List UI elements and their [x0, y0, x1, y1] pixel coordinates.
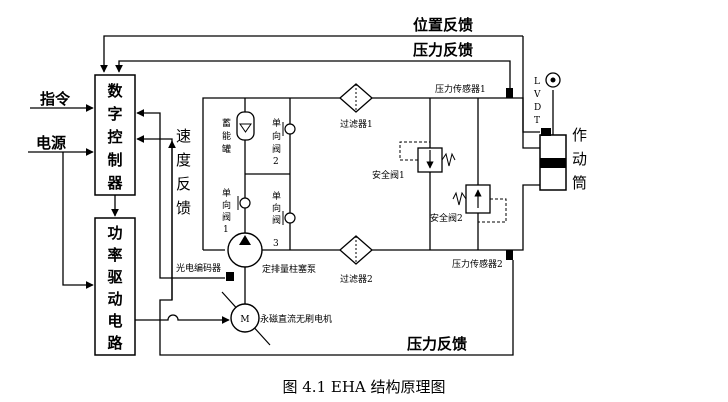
motor-label: 永磁直流无刷电机	[260, 313, 332, 325]
power-driver-label: 功 率 驱 动 电 路	[107, 224, 123, 352]
svg-text:动: 动	[107, 290, 122, 308]
pressure-feedback-bottom-line	[159, 140, 514, 356]
relief-valve-2-label: 安全阀2	[430, 212, 463, 224]
speed-feedback-label: 速 度 反 馈	[176, 127, 191, 217]
svg-text:M: M	[240, 315, 249, 325]
svg-text:率: 率	[107, 246, 122, 264]
svg-text:作: 作	[572, 126, 587, 144]
svg-text:向: 向	[222, 199, 231, 211]
svg-text:L: L	[534, 77, 540, 87]
svg-text:馈: 馈	[176, 199, 191, 217]
check-valve-3-label: 单 向 阀 3	[272, 190, 281, 249]
pump-label: 定排量柱塞泵	[262, 263, 316, 275]
accumulator-label: 蓄 能 罐	[222, 117, 231, 155]
pump	[227, 232, 263, 268]
filter-2-label: 过滤器2	[340, 273, 373, 285]
filter-2	[339, 235, 373, 265]
svg-text:T: T	[534, 116, 540, 126]
svg-text:向: 向	[272, 202, 281, 214]
accumulator	[236, 111, 255, 141]
pressure-feedback-top-label: 压力反馈	[413, 41, 473, 59]
position-feedback-label: 位置反馈	[413, 16, 473, 34]
power-supply-label: 电源	[36, 134, 66, 152]
digital-controller-box	[94, 74, 136, 196]
check-valve-2	[282, 122, 296, 136]
pressure-sensor-1	[506, 88, 513, 98]
relief-valve-2	[452, 184, 507, 223]
svg-text:向: 向	[272, 130, 281, 142]
svg-text:器: 器	[106, 174, 123, 192]
svg-text:数: 数	[107, 82, 123, 100]
check-valve-3	[282, 211, 296, 225]
check-valve-1-label: 单 向 阀 1	[222, 187, 231, 235]
pressure-sensor-1-label: 压力传感器1	[435, 83, 486, 95]
svg-text:单: 单	[272, 117, 281, 129]
svg-text:度: 度	[176, 151, 191, 169]
relief-valve-1-label: 安全阀1	[372, 169, 405, 181]
lvdt-sensor	[545, 72, 561, 88]
svg-text:字: 字	[107, 105, 122, 123]
svg-text:筒: 筒	[572, 174, 587, 192]
filter-1-label: 过滤器1	[340, 118, 373, 130]
svg-text:能: 能	[222, 130, 231, 142]
svg-text:电: 电	[107, 312, 122, 330]
svg-text:单: 单	[272, 190, 281, 202]
position-feedback-line	[100, 35, 540, 133]
svg-text:反: 反	[176, 175, 191, 193]
svg-text:罐: 罐	[222, 143, 231, 155]
svg-text:2: 2	[273, 157, 279, 167]
svg-text:V: V	[533, 90, 541, 100]
svg-text:速: 速	[176, 127, 191, 145]
command-label: 指令	[40, 90, 71, 108]
hydraulic-lines	[202, 97, 540, 305]
power-supply-line	[28, 148, 94, 289]
lvdt-label: L V D T	[533, 77, 541, 126]
actuator-label: 作 动 筒	[572, 126, 587, 192]
svg-text:动: 动	[572, 150, 587, 168]
check-valve-1	[237, 196, 251, 210]
svg-text:路: 路	[107, 334, 123, 352]
relief-valve-1	[399, 141, 456, 173]
svg-text:3: 3	[273, 239, 279, 249]
svg-text:1: 1	[223, 225, 229, 235]
actuator	[539, 90, 567, 191]
svg-text:制: 制	[107, 151, 122, 169]
svg-text:功: 功	[107, 224, 122, 242]
motor: M	[221, 291, 271, 346]
svg-text:D: D	[534, 103, 541, 113]
filter-1	[339, 83, 373, 113]
pressure-feedback-bottom-label: 压力反馈	[407, 335, 467, 353]
svg-text:单: 单	[222, 187, 231, 199]
svg-text:蓄: 蓄	[222, 117, 231, 129]
svg-text:阀: 阀	[222, 212, 231, 223]
figure-caption: 图 4.1 EHA 结构原理图	[282, 378, 445, 396]
svg-text:阀: 阀	[272, 215, 281, 226]
pressure-feedback-top-line	[115, 60, 511, 88]
svg-text:驱: 驱	[107, 268, 122, 286]
svg-text:控: 控	[107, 128, 122, 146]
pressure-sensor-2-label: 压力传感器2	[452, 258, 503, 270]
svg-text:阀: 阀	[272, 144, 281, 155]
driver-to-motor-line	[135, 314, 230, 324]
power-driver-box	[94, 217, 136, 356]
digital-controller-label: 数 字 控 制 器	[106, 82, 123, 192]
encoder-label: 光电编码器	[176, 262, 221, 274]
encoder	[226, 272, 234, 281]
pressure-sensor-2	[506, 250, 513, 260]
check-valve-2-label: 单 向 阀 2	[272, 117, 281, 167]
